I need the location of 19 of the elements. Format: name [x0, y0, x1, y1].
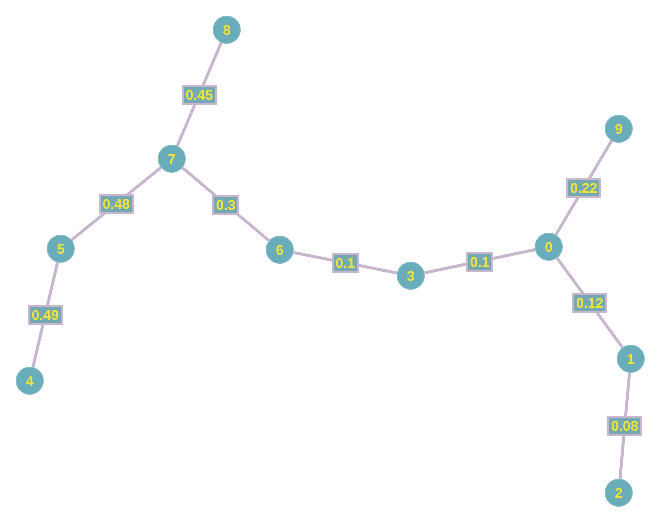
graph-node: 7	[158, 145, 186, 173]
edge-label: 0.49	[28, 305, 64, 325]
graph-node: 1	[617, 345, 645, 373]
graph-node: 5	[47, 235, 75, 263]
graph-node: 6	[266, 236, 294, 264]
edge-label: 0.3	[212, 194, 240, 214]
edge-label: 0.1	[466, 252, 494, 272]
graph-node: 4	[16, 367, 44, 395]
graph-node: 9	[605, 115, 633, 143]
edge-label: 0.12	[572, 293, 608, 313]
edge-label: 0.08	[607, 416, 643, 436]
graph-node: 8	[213, 16, 241, 44]
edge-label: 0.1	[332, 253, 360, 273]
graph-node: 3	[397, 262, 425, 290]
graph-node: 2	[605, 479, 633, 507]
graph-node: 0	[535, 233, 563, 261]
edge-label: 0.48	[98, 194, 134, 214]
edge-label: 0.22	[566, 178, 602, 198]
edge-label: 0.45	[182, 84, 218, 104]
